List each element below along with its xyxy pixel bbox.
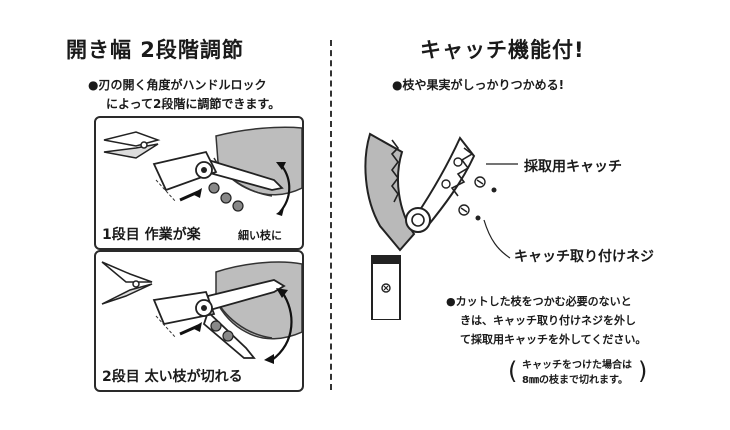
- panel1-caption: 1段目 作業が楽: [102, 227, 201, 243]
- paren-close: ): [638, 357, 648, 385]
- label-catch: 採取用キャッチ: [524, 159, 622, 175]
- note-line2: きは、キャッチ取り付けネジを外し: [460, 314, 636, 327]
- illustration-stage-1: [103, 126, 302, 216]
- left-intro-line2: によって2段階に調節できます。: [106, 97, 281, 111]
- small-note-line2: 8㎜の枝まで切れます。: [522, 375, 628, 386]
- panel2-caption: 2段目 太い枝が切れる: [102, 369, 243, 385]
- panel-stage-2: 2段目 太い枝が切れる: [94, 250, 304, 392]
- note-line1: ●カットした枝をつかむ必要のないと: [446, 295, 632, 308]
- note-line3: て採取用キャッチを外してください。: [460, 333, 647, 346]
- column-divider: [330, 40, 332, 390]
- paren-open: (: [508, 357, 518, 385]
- left-intro-line1: ●刃の開く角度がハンドルロック: [88, 78, 267, 92]
- panel-stage-1: 1段目 作業が楽 細い枝に: [94, 116, 304, 250]
- right-bullet: ●枝や果実がしっかりつかめる!: [392, 78, 565, 92]
- label-screw: キャッチ取り付けネジ: [514, 249, 654, 265]
- right-title: キャッチ機能付!: [420, 38, 585, 62]
- small-note-line1: キャッチをつけた場合は: [522, 360, 632, 371]
- left-title: 開き幅 2段階調節: [66, 38, 244, 62]
- panel1-subcaption: 細い枝に: [238, 229, 282, 242]
- catch-pruner-illustration: [364, 132, 518, 320]
- illustration-stage-2: [101, 261, 302, 364]
